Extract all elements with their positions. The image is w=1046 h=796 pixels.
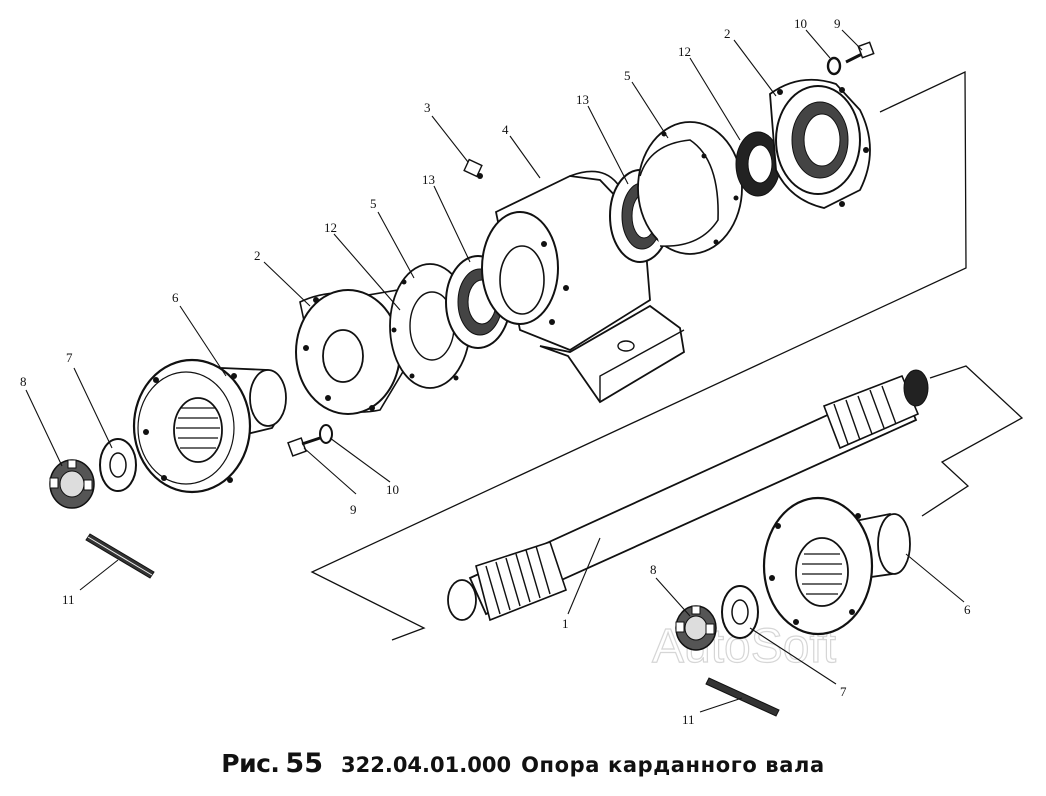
- figure-title: Опора карданного вала: [521, 753, 825, 777]
- callout-8-left: 8: [20, 374, 27, 389]
- leader-lines: [25, 29, 965, 713]
- callout-11-right: 11: [682, 712, 695, 727]
- callout-5-left: 5: [370, 196, 377, 211]
- grease-fitting: [463, 158, 483, 179]
- callout-labels: 8 7 6 2 12 5 13 3 4 13 5 12 2 10 9 9 10 …: [20, 16, 971, 727]
- gasket-right: [637, 121, 743, 255]
- callout-11-left: 11: [62, 592, 75, 607]
- flange-cover-right: [769, 78, 871, 209]
- callout-6-left: 6: [172, 290, 179, 305]
- flange-yoke-left: [132, 358, 287, 494]
- callout-7-left: 7: [66, 350, 73, 365]
- figure-caption: Рис.55 322.04.01.000 Опора карданного вала: [0, 748, 1046, 788]
- callout-9-upper: 9: [834, 16, 841, 31]
- figure-label: Рис.: [221, 749, 280, 778]
- bolt-upper: [845, 41, 875, 64]
- cotter-pin-right: [705, 677, 780, 717]
- callout-10-upper: 10: [794, 16, 807, 31]
- callout-13-left: 13: [422, 172, 435, 187]
- flange-yoke-right: [762, 496, 911, 636]
- callout-6-right: 6: [964, 602, 971, 617]
- axis-line: [310, 70, 1024, 641]
- callout-9-lower: 9: [350, 502, 357, 517]
- bearing-housing: [481, 170, 685, 404]
- castle-nut-right: [675, 605, 717, 651]
- castle-nut-left: [49, 459, 95, 509]
- part-code: 322.04.01.000: [341, 753, 512, 777]
- callout-12-left: 12: [324, 220, 337, 235]
- callout-10-lower: 10: [386, 482, 399, 497]
- washer-right: [721, 585, 759, 639]
- cotter-pin-left: [85, 533, 155, 579]
- bolt-lower: [287, 436, 321, 457]
- callout-7-right: 7: [840, 684, 847, 699]
- callout-1: 1: [562, 616, 569, 631]
- lock-washer-lower: [319, 424, 333, 444]
- callout-2-right: 2: [724, 26, 731, 41]
- shaft: [447, 369, 929, 622]
- callout-12-right: 12: [678, 44, 691, 59]
- callout-2-left: 2: [254, 248, 261, 263]
- callout-13-right: 13: [576, 92, 589, 107]
- callout-4: 4: [502, 122, 509, 137]
- callout-5-right: 5: [624, 68, 631, 83]
- callout-3: 3: [424, 100, 431, 115]
- callout-8-right: 8: [650, 562, 657, 577]
- lock-washer-upper: [826, 56, 842, 76]
- figure-number: 55: [285, 748, 323, 779]
- washer-left: [99, 438, 137, 492]
